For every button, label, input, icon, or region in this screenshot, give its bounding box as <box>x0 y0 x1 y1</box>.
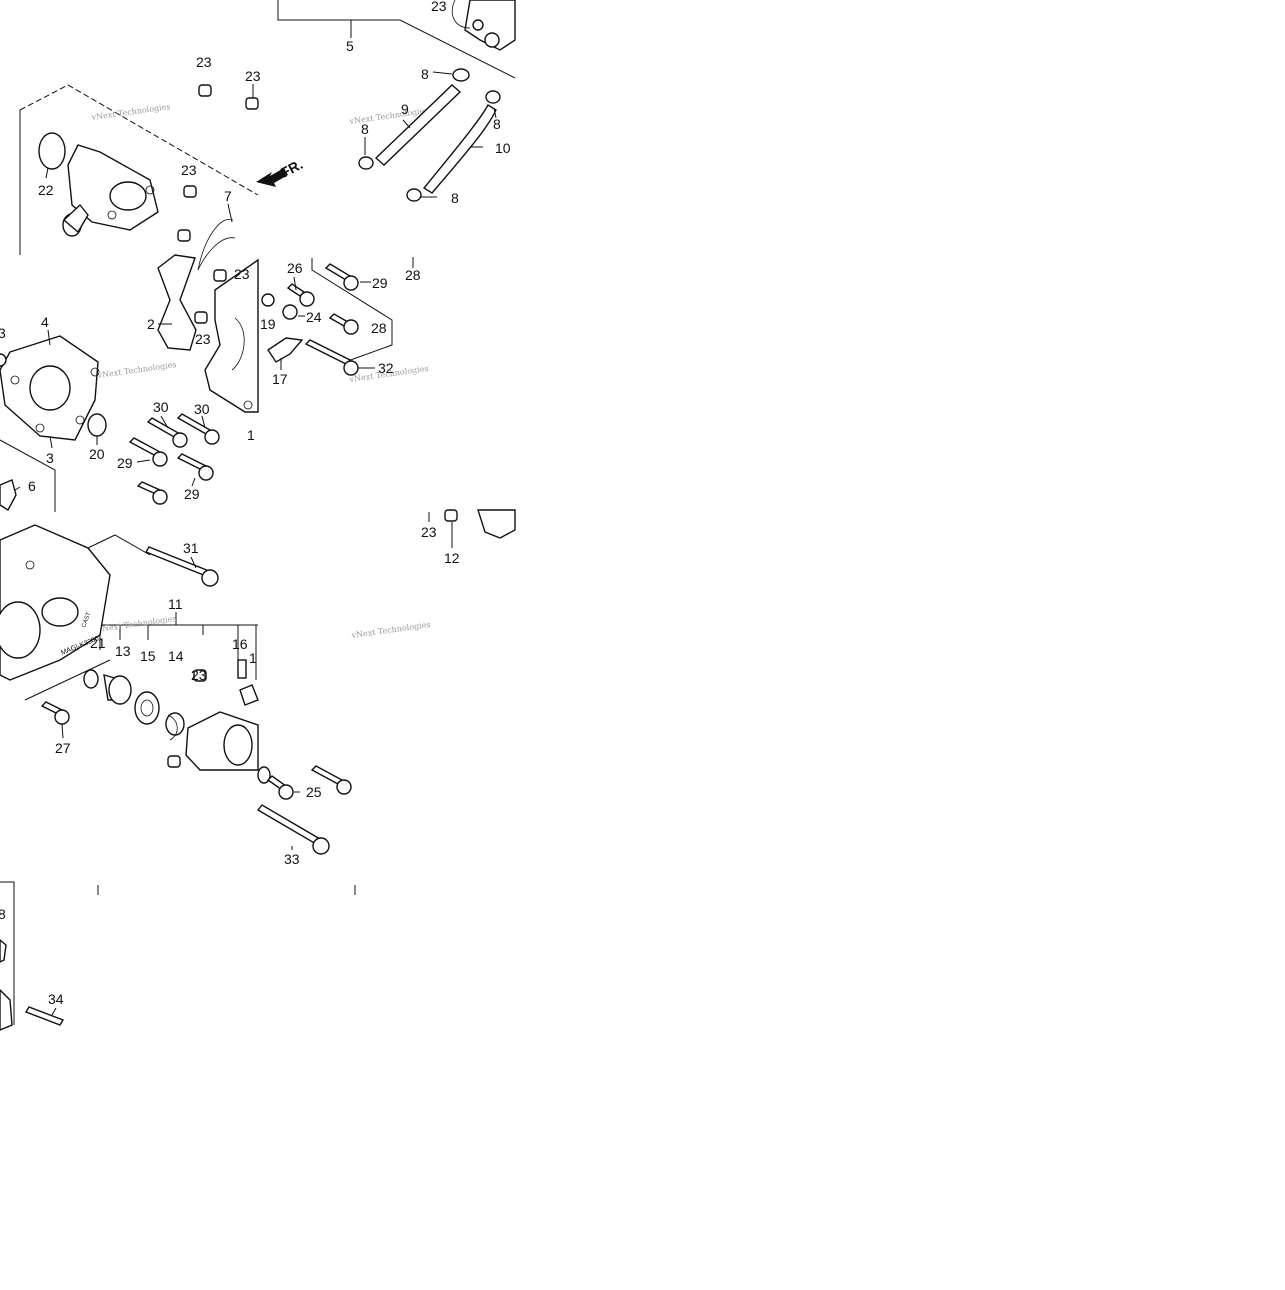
hose-10 <box>422 104 497 194</box>
watermark: vNext Technologies <box>96 360 177 380</box>
callout-label: 23 <box>191 667 207 683</box>
dowel-pins <box>167 84 458 768</box>
callout-label: 16 <box>232 636 248 652</box>
hose-9 <box>374 84 462 166</box>
main-gearcase: MAG|-K3300 CAST <box>0 524 111 681</box>
callout-label: 26 <box>287 260 303 276</box>
callout-label: 23 <box>181 162 197 178</box>
callout-label: 1 <box>247 427 255 443</box>
leader-lines <box>14 71 497 1016</box>
callout-label: 9 <box>401 101 409 117</box>
callout-label: 29 <box>117 455 133 471</box>
callout-label: 30 <box>153 399 169 415</box>
callout-label: 3 <box>46 450 54 466</box>
callout-label: 15 <box>140 648 156 664</box>
bolt-34 <box>24 1006 65 1026</box>
callout-label: 2 <box>147 316 155 332</box>
callout-label: 21 <box>90 635 106 651</box>
seal-20 <box>87 413 107 437</box>
callout-label: 23 <box>196 54 212 70</box>
callout-label: 23 <box>431 0 447 14</box>
callout-label: 5 <box>346 38 354 54</box>
lower-casing <box>0 989 13 1031</box>
callout-label: 27 <box>55 740 71 756</box>
callout-label: 12 <box>444 550 460 566</box>
callout-label: 23 <box>245 68 261 84</box>
callout-label: 34 <box>48 991 64 1007</box>
callout-label: 33 <box>284 851 300 867</box>
callout-labels: 23 5 23 23 8 9 8 8 10 8 22 23 7 FR. 23 2… <box>0 0 511 1007</box>
callout-label: 17 <box>272 371 288 387</box>
bracket-17 <box>267 337 304 363</box>
pinion-parts <box>83 669 185 741</box>
callout-label: 8 <box>361 121 369 137</box>
callout-label: 13 <box>115 643 131 659</box>
callout-label: 32 <box>378 360 394 376</box>
callout-label: 4 <box>41 314 49 330</box>
breather-16 <box>237 659 259 706</box>
callout-label: 7 <box>224 188 232 204</box>
callout-label: 29 <box>184 486 200 502</box>
callout-label: 20 <box>89 446 105 462</box>
front-housing-bore <box>223 724 253 766</box>
outlet-fitting <box>451 0 516 51</box>
bolts-lower <box>128 413 220 505</box>
callout-label: 29 <box>372 275 388 291</box>
plate-2 <box>157 254 197 351</box>
callout-label: 24 <box>306 309 322 325</box>
washer-19 <box>261 293 275 307</box>
callout-label: 28 <box>371 320 387 336</box>
gasket-7 <box>197 218 236 271</box>
part-6 <box>0 479 17 511</box>
callout-label: 8 <box>451 190 459 206</box>
rear-housing <box>0 335 100 441</box>
part-12-housing <box>477 509 516 539</box>
part-8-lower <box>0 939 7 963</box>
callout-label: 31 <box>183 540 199 556</box>
callout-label: 22 <box>38 182 54 198</box>
part-drawings: MAG|-K3300 CAST <box>0 0 516 1031</box>
callout-label: 11 <box>168 596 183 612</box>
group-outlines <box>0 0 516 1025</box>
bolt-31 <box>144 546 219 587</box>
bolt-27 <box>40 701 70 725</box>
watermark: vNext Technologies <box>350 620 431 640</box>
callout-label: 23 <box>195 331 211 347</box>
callout-label: 8 <box>421 66 429 82</box>
callout-label: 14 <box>168 648 184 664</box>
callout-label: 25 <box>306 784 322 800</box>
o-ring-22 <box>38 132 66 170</box>
watermark: vNext Technologies <box>96 614 177 634</box>
callout-label: 23 <box>421 524 437 540</box>
callout-label: 3 <box>0 325 6 341</box>
callout-label: 10 <box>495 140 511 156</box>
callout-label: 30 <box>194 401 210 417</box>
gearcase-cover <box>204 258 259 413</box>
callout-label: 8 <box>493 116 501 132</box>
callout-label: 6 <box>28 478 36 494</box>
hose-clamps <box>358 68 501 202</box>
callout-label: 8 <box>0 906 6 922</box>
casting-mark: CAST <box>81 611 92 628</box>
callout-label: 1 <box>249 650 257 666</box>
callout-label: 23 <box>234 266 250 282</box>
thermostat-housing <box>62 144 159 237</box>
callout-label: 28 <box>405 267 421 283</box>
callout-label: 19 <box>260 316 276 332</box>
front-arrow <box>256 168 288 187</box>
bolts-bottom <box>256 765 352 855</box>
